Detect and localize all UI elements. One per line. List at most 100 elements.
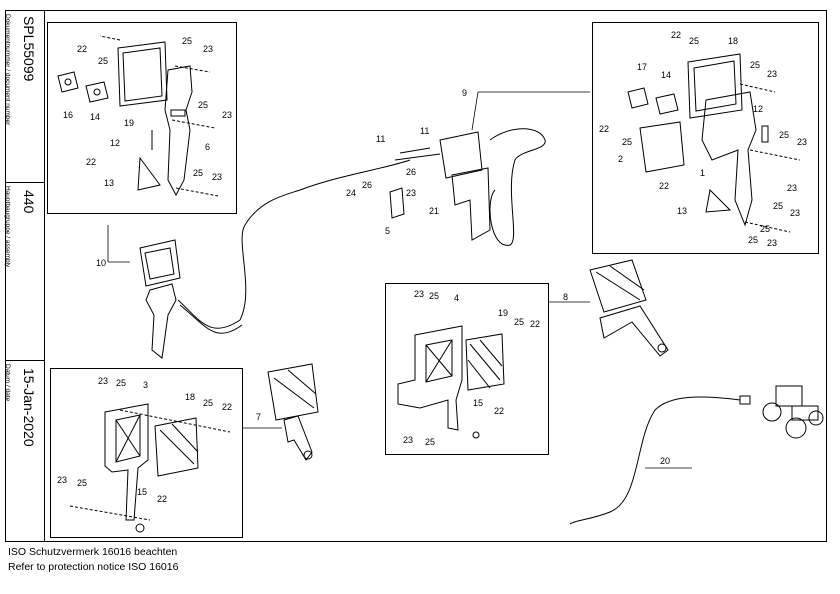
callout-22: 22 <box>530 319 540 329</box>
callout-16: 16 <box>63 110 73 120</box>
callout-19: 19 <box>498 308 508 318</box>
leader-line <box>119 409 231 433</box>
callout-23: 23 <box>98 376 108 386</box>
plate <box>139 239 181 287</box>
callout-22: 22 <box>659 181 669 191</box>
callout-26: 26 <box>406 167 416 177</box>
bracket-4-x <box>425 339 453 383</box>
callout-7: 7 <box>256 412 261 422</box>
callout-25: 25 <box>773 201 783 211</box>
cable-20 <box>569 396 741 525</box>
lamp-14 <box>85 81 109 103</box>
leader-line <box>69 505 151 521</box>
callout-19: 19 <box>124 118 134 128</box>
callout-23: 23 <box>222 110 232 120</box>
leader-line <box>749 149 801 161</box>
callout-23: 23 <box>212 172 222 182</box>
callout-3: 3 <box>143 380 148 390</box>
callout-5: 5 <box>385 226 390 236</box>
lamp-16 <box>57 71 79 93</box>
part-7-assembly <box>267 363 319 461</box>
callout-20: 20 <box>660 456 670 466</box>
detail-box-bottom-left <box>50 368 243 538</box>
plate-19-inner <box>122 47 163 102</box>
main-assembly-10 <box>139 159 411 359</box>
callout-9: 9 <box>462 88 467 98</box>
callout-25: 25 <box>760 224 770 234</box>
callout-22: 22 <box>222 402 232 412</box>
callout-25: 25 <box>182 36 192 46</box>
warning-plate-stripe <box>287 369 317 395</box>
detail-box-top-left <box>47 22 237 214</box>
plate-inner <box>144 247 175 280</box>
bracket <box>599 305 669 357</box>
callout-25: 25 <box>622 137 632 147</box>
bracket-6 <box>164 65 193 197</box>
callout-14: 14 <box>661 70 671 80</box>
plate-19 <box>117 41 168 107</box>
cable-plug <box>739 395 751 405</box>
callout-25: 25 <box>689 36 699 46</box>
washer-15 <box>135 523 145 533</box>
part-8-assembly <box>589 259 669 357</box>
callout-21: 21 <box>429 206 439 216</box>
tractor-wheel <box>808 410 824 426</box>
warning-plate-stripe <box>159 429 195 465</box>
callout-22: 22 <box>599 124 609 134</box>
callout-15: 15 <box>137 487 147 497</box>
cable <box>489 128 546 246</box>
warning-plate-stripe <box>595 271 641 301</box>
callout-4: 4 <box>454 293 459 303</box>
callout-22: 22 <box>671 30 681 40</box>
callout-25: 25 <box>77 478 87 488</box>
bolt-11b <box>394 153 441 161</box>
callout-15: 15 <box>473 398 483 408</box>
warning-plate-stripe <box>273 377 315 409</box>
callout-22: 22 <box>494 406 504 416</box>
callout-leaders <box>107 91 692 469</box>
plate-18 <box>687 53 743 119</box>
detail-box-top-right <box>592 22 819 254</box>
bracket <box>451 167 491 241</box>
callout-14: 14 <box>90 112 100 122</box>
callout-13: 13 <box>677 206 687 216</box>
part-5 <box>389 187 405 219</box>
callout-25: 25 <box>203 398 213 408</box>
callout-25: 25 <box>98 56 108 66</box>
cable-branch <box>179 304 243 334</box>
callout-13: 13 <box>104 178 114 188</box>
center-box-assembly <box>397 325 505 439</box>
warning-plate <box>589 259 647 313</box>
callout-11: 11 <box>376 134 385 144</box>
footer-notice-de: ISO Schutzvermerk 16016 beachten <box>8 546 178 558</box>
leader-line <box>175 187 219 197</box>
callout-25: 25 <box>748 235 758 245</box>
bracket <box>145 283 177 359</box>
callout-22: 22 <box>77 44 87 54</box>
leader-line <box>174 65 211 73</box>
warning-plate-stripe <box>171 423 199 453</box>
callout-23: 23 <box>797 137 807 147</box>
warning-plate-18 <box>154 417 199 477</box>
bracket-1 <box>701 91 757 227</box>
tractor-wheel <box>785 417 807 439</box>
bracket-4 <box>397 325 463 431</box>
callout-25: 25 <box>750 60 760 70</box>
callout-23: 23 <box>414 289 424 299</box>
leader-line <box>171 119 216 129</box>
warning-plate-19 <box>465 333 505 391</box>
callout-12: 12 <box>110 138 120 148</box>
title-block-divider <box>5 182 45 183</box>
leader-line <box>99 35 121 41</box>
bracket-slot <box>170 109 186 117</box>
callout-25: 25 <box>116 378 126 388</box>
callout-8: 8 <box>563 292 568 302</box>
callout-23: 23 <box>57 475 67 485</box>
callout-18: 18 <box>728 36 738 46</box>
callout-23: 23 <box>790 208 800 218</box>
warning-plate-stripe <box>479 339 503 367</box>
bracket-3 <box>104 403 149 521</box>
callout-2: 2 <box>618 154 623 164</box>
title-block-divider <box>5 360 45 361</box>
